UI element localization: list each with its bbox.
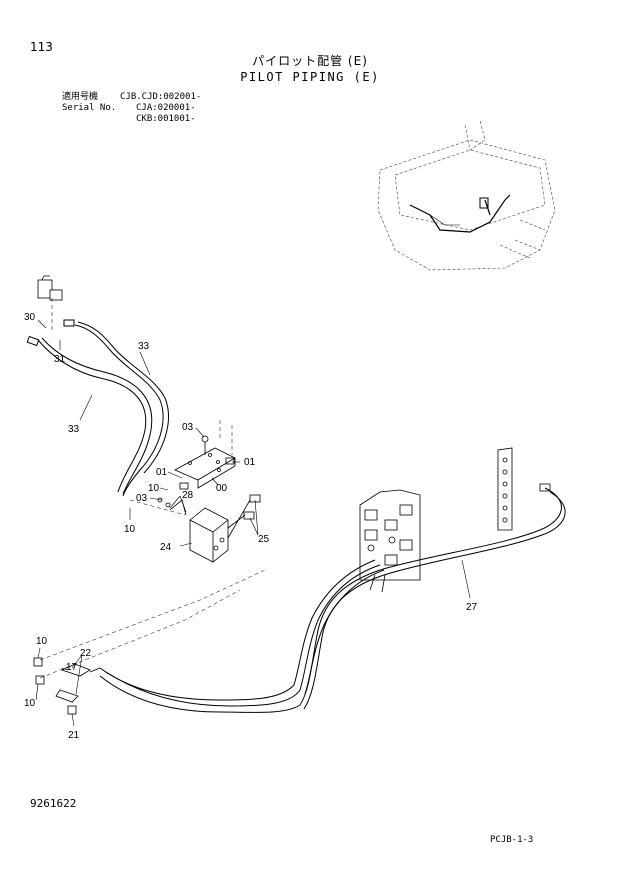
callout-03: 03 bbox=[182, 422, 194, 433]
bracket-assembly bbox=[174, 435, 236, 490]
serial-label-jp: 適用号機 bbox=[62, 92, 99, 102]
callout-03: 03 bbox=[136, 493, 148, 504]
serial-value-2: CJA:020001- bbox=[136, 103, 196, 113]
callout-33: 33 bbox=[138, 341, 150, 352]
callout-27: 27 bbox=[466, 602, 478, 613]
serial-label-en: Serial No. bbox=[62, 103, 117, 113]
callout-30: 30 bbox=[24, 312, 36, 323]
serial-value-1: CJB.CJD:002001- bbox=[120, 92, 202, 102]
top-fitting bbox=[37, 275, 63, 301]
serial-number-block: 適用号機 CJB.CJD:002001- Serial No. CJA:020001… bbox=[62, 92, 201, 125]
callout-10: 10 bbox=[148, 483, 160, 494]
hose-33 bbox=[26, 319, 169, 497]
callout-01: 01 bbox=[244, 457, 256, 468]
serial-value-3: CKB:001001- bbox=[136, 114, 196, 124]
page-number: 113 bbox=[30, 40, 53, 54]
callout-22: 22 bbox=[80, 648, 92, 659]
valve-block bbox=[157, 494, 261, 563]
port-strip bbox=[497, 447, 551, 531]
callout-10: 10 bbox=[124, 524, 136, 535]
page-title-japanese: パイロット配管 (E) bbox=[252, 54, 368, 68]
callout-21: 21 bbox=[68, 730, 80, 741]
callout-10: 10 bbox=[24, 698, 36, 709]
hose-27 bbox=[99, 487, 566, 713]
leader-lines bbox=[35, 319, 471, 727]
callout-00: 00 bbox=[216, 483, 228, 494]
control-valve bbox=[359, 489, 421, 593]
guide-lines bbox=[39, 298, 266, 679]
part-callouts: 30 31 33 33 03 01 01 00 10 03 28 10 24 2… bbox=[24, 312, 478, 741]
callout-10: 10 bbox=[36, 636, 48, 647]
document-number: 9261622 bbox=[30, 797, 77, 810]
callout-17: 17 bbox=[66, 662, 78, 673]
callout-25: 25 bbox=[258, 534, 270, 545]
callout-24: 24 bbox=[160, 542, 172, 553]
callout-01: 01 bbox=[156, 467, 168, 478]
machine-overview-illustration bbox=[377, 119, 556, 271]
callout-31: 31 bbox=[54, 354, 66, 365]
callout-28: 28 bbox=[182, 490, 194, 501]
page-code: PCJB-1-3 bbox=[490, 835, 534, 845]
callout-33: 33 bbox=[68, 424, 80, 435]
page-title: PILOT PIPING (E) bbox=[240, 70, 380, 84]
